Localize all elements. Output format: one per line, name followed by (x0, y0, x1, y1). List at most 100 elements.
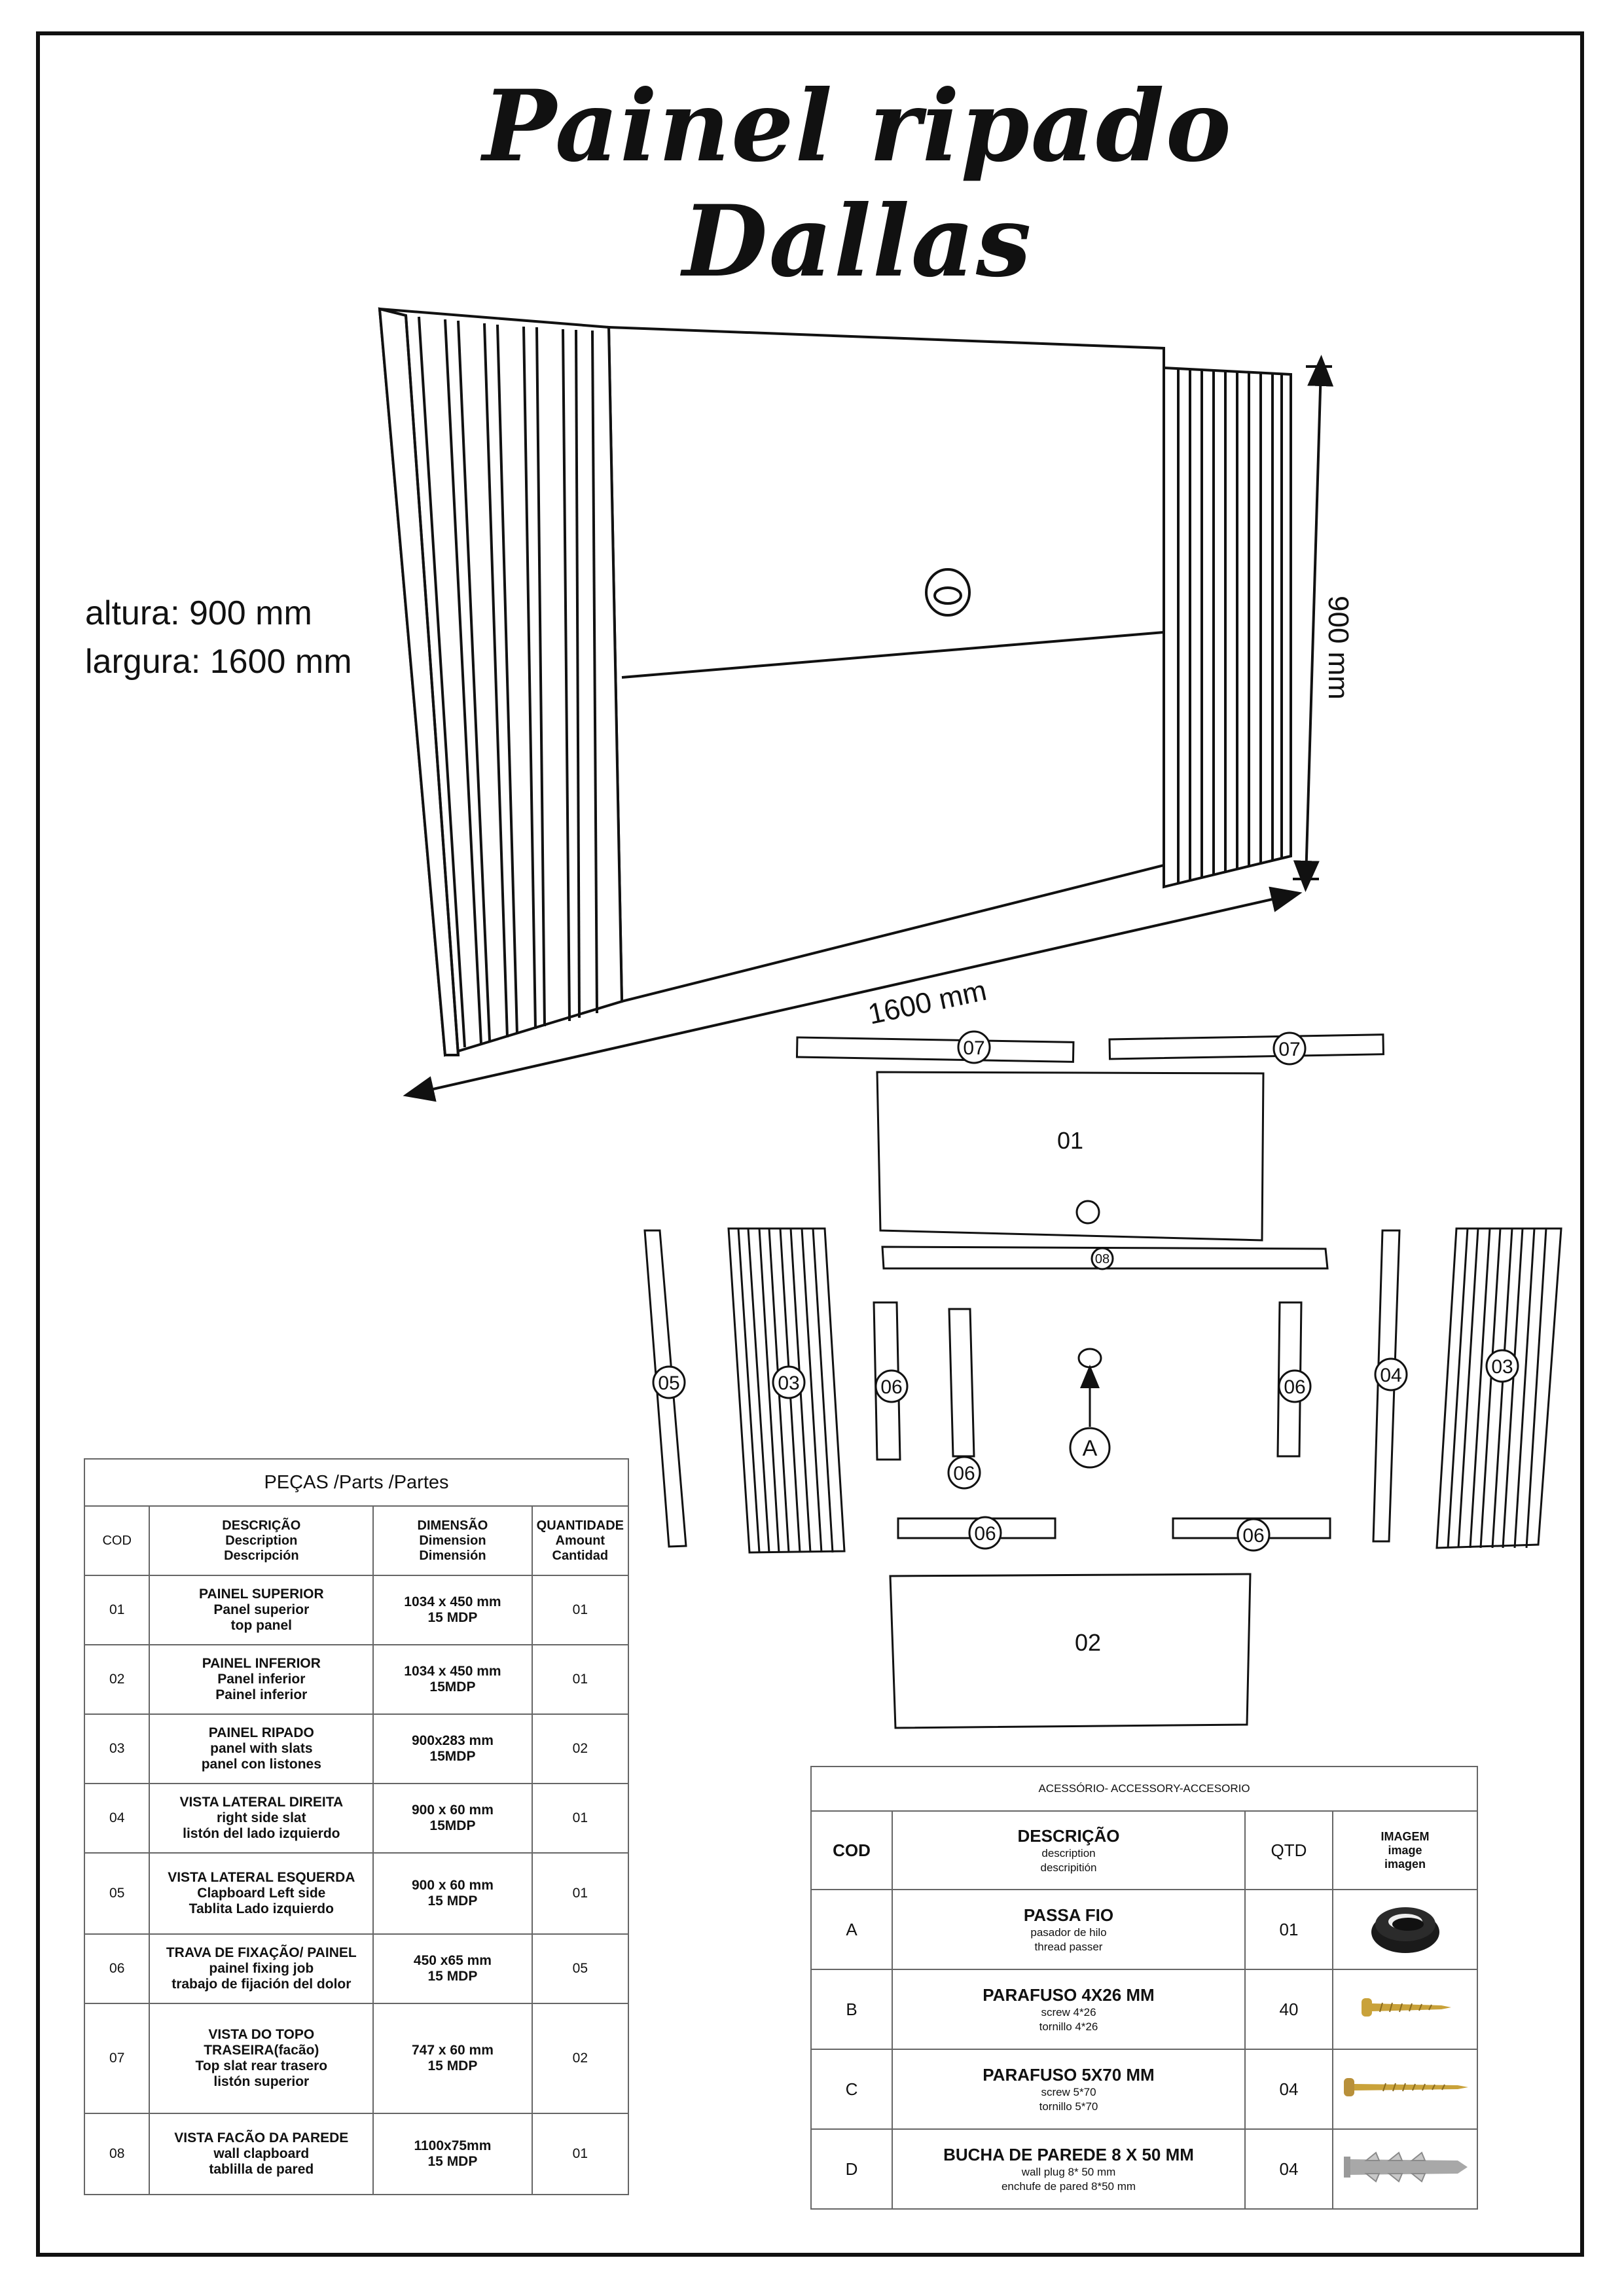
accessory-quantity: 01 (1244, 1889, 1333, 1970)
width-label: largura: 1600 mm (85, 643, 352, 681)
part-02 (889, 1573, 1252, 1729)
height-dimension: 900 mm (1322, 596, 1354, 700)
acc-header-cod: COD (810, 1810, 893, 1890)
part-quantity: 01 (531, 1852, 630, 1935)
part-07-left (795, 1036, 1075, 1063)
grommet-icon (1332, 1889, 1478, 1970)
part-cod: 06 (83, 1933, 151, 2004)
callout-03-left: 03 (778, 1372, 799, 1394)
left-slats (378, 307, 624, 1057)
label-02: 02 (1075, 1629, 1101, 1656)
wall-plug-icon (1332, 2128, 1478, 2210)
callout-06-c: 06 (1284, 1376, 1305, 1398)
callout-06-a: 06 (880, 1376, 902, 1398)
accessory-cod: D (810, 2128, 893, 2210)
screw-long-icon (1332, 2049, 1478, 2130)
part-07-right (1108, 1033, 1384, 1060)
assembled-panel (378, 307, 1334, 1102)
callout-06-d: 06 (974, 1523, 996, 1545)
part-quantity: 02 (531, 2003, 630, 2114)
accessory-cod: B (810, 1969, 893, 2050)
callout-07-b: 07 (1278, 1039, 1300, 1060)
part-cod: 03 (83, 1713, 151, 1784)
accessory-cod: A (810, 1889, 893, 1970)
callout-05: 05 (658, 1372, 679, 1394)
callout-06-b: 06 (953, 1463, 975, 1484)
page-frame (36, 31, 1584, 2257)
callout-A: A (1083, 1436, 1098, 1461)
part-quantity: 05 (531, 1933, 630, 2004)
accessory-quantity: 04 (1244, 2049, 1333, 2130)
callouts (652, 1030, 1519, 1552)
screw-short-icon (1332, 1969, 1478, 2050)
width-dimension: 1600 mm (865, 975, 990, 1031)
part-cod: 04 (83, 1783, 151, 1854)
callout-03-right: 03 (1491, 1356, 1513, 1378)
part-06-b (948, 1308, 975, 1458)
exploded-slat-lines (737, 1228, 1547, 1553)
callout-07-a: 07 (963, 1037, 984, 1059)
part-cod: 01 (83, 1575, 151, 1645)
overall-dimensions: altura: 900 mm largura: 1600 mm (85, 589, 352, 686)
accessory-cod: C (810, 2049, 893, 2130)
part-01 (876, 1071, 1265, 1242)
part-quantity: 02 (531, 1713, 630, 1784)
label-01: 01 (1057, 1127, 1083, 1154)
accessory-quantity: 04 (1244, 2128, 1333, 2210)
accessories-caption: ACESSÓRIO- ACCESSORY-ACCESORIO (810, 1766, 1478, 1812)
part-cod: 02 (83, 1644, 151, 1715)
right-slats (1163, 366, 1292, 889)
callout-06-e: 06 (1242, 1525, 1264, 1547)
part-quantity: 01 (531, 1575, 630, 1645)
parts-header-cod: COD (83, 1505, 151, 1576)
page-title: Painel ripado Dallas (482, 69, 1233, 299)
part-quantity: 01 (531, 1783, 630, 1854)
accessory-quantity: 40 (1244, 1969, 1333, 2050)
callout-04: 04 (1380, 1365, 1401, 1386)
callout-08: 08 (1095, 1252, 1110, 1266)
part-quantity: 01 (531, 1644, 630, 1715)
part-cod: 08 (83, 2113, 151, 2195)
height-label: altura: 900 mm (85, 594, 312, 632)
